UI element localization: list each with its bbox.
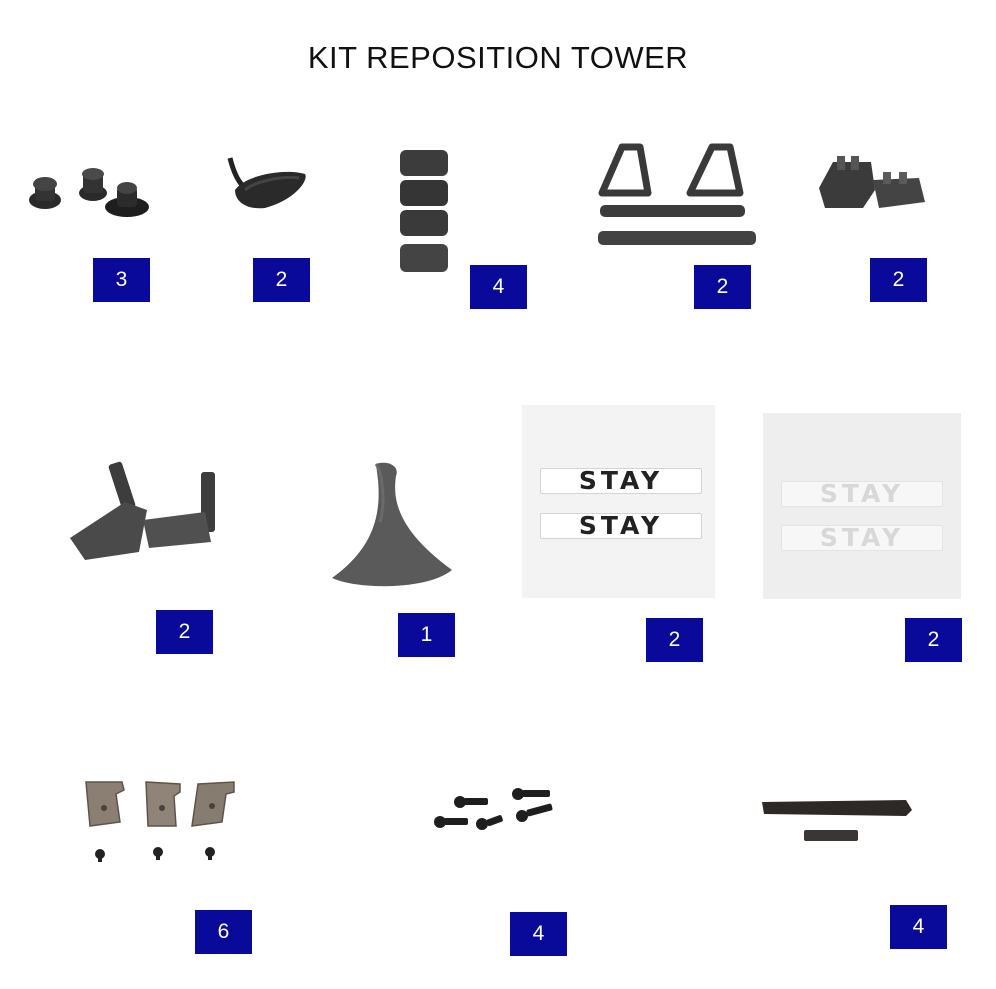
quantity-badge-trim-strips: 4 (890, 905, 947, 949)
quantity-badge-tower-knob: 2 (253, 258, 310, 302)
rail-clamps-image (815, 150, 930, 215)
quantity-badge-rail-clamps: 2 (870, 258, 927, 302)
page-title: KIT REPOSITION TOWER (307, 40, 689, 75)
quantity-badge-metal-plates: 6 (195, 910, 252, 954)
metal-plates-image (80, 780, 240, 865)
stay-sticker-label: STAY (781, 525, 943, 551)
black-screws-image (432, 782, 562, 837)
stay-sticker-label: STAY (540, 513, 702, 539)
stay-sticker-label: STAY (781, 481, 943, 507)
black-stay-stickers-card: STAY STAY (522, 405, 715, 598)
tower-handles-image (590, 135, 760, 255)
stay-sticker-label: STAY (540, 468, 702, 494)
quantity-badge-black-stay-stickers: 2 (646, 618, 703, 662)
quantity-badge-triangular-base: 1 (398, 613, 455, 657)
quantity-badge-stay-brackets: 2 (156, 610, 213, 654)
trim-strips-image (760, 798, 920, 846)
clear-stay-stickers-card: STAY STAY (763, 413, 961, 599)
quantity-badge-clear-stay-stickers: 2 (905, 618, 962, 662)
quantity-badge-rubber-pads: 4 (470, 265, 527, 309)
rubber-pads-image (395, 148, 455, 276)
rubber-grommets-image (25, 165, 155, 225)
tower-knob-image (225, 150, 315, 215)
quantity-badge-black-screws: 4 (510, 912, 567, 956)
triangular-base-image (328, 462, 458, 592)
stay-brackets-image (65, 460, 225, 570)
quantity-badge-tower-handles: 2 (694, 265, 751, 309)
quantity-badge-rubber-grommets: 3 (93, 258, 150, 302)
